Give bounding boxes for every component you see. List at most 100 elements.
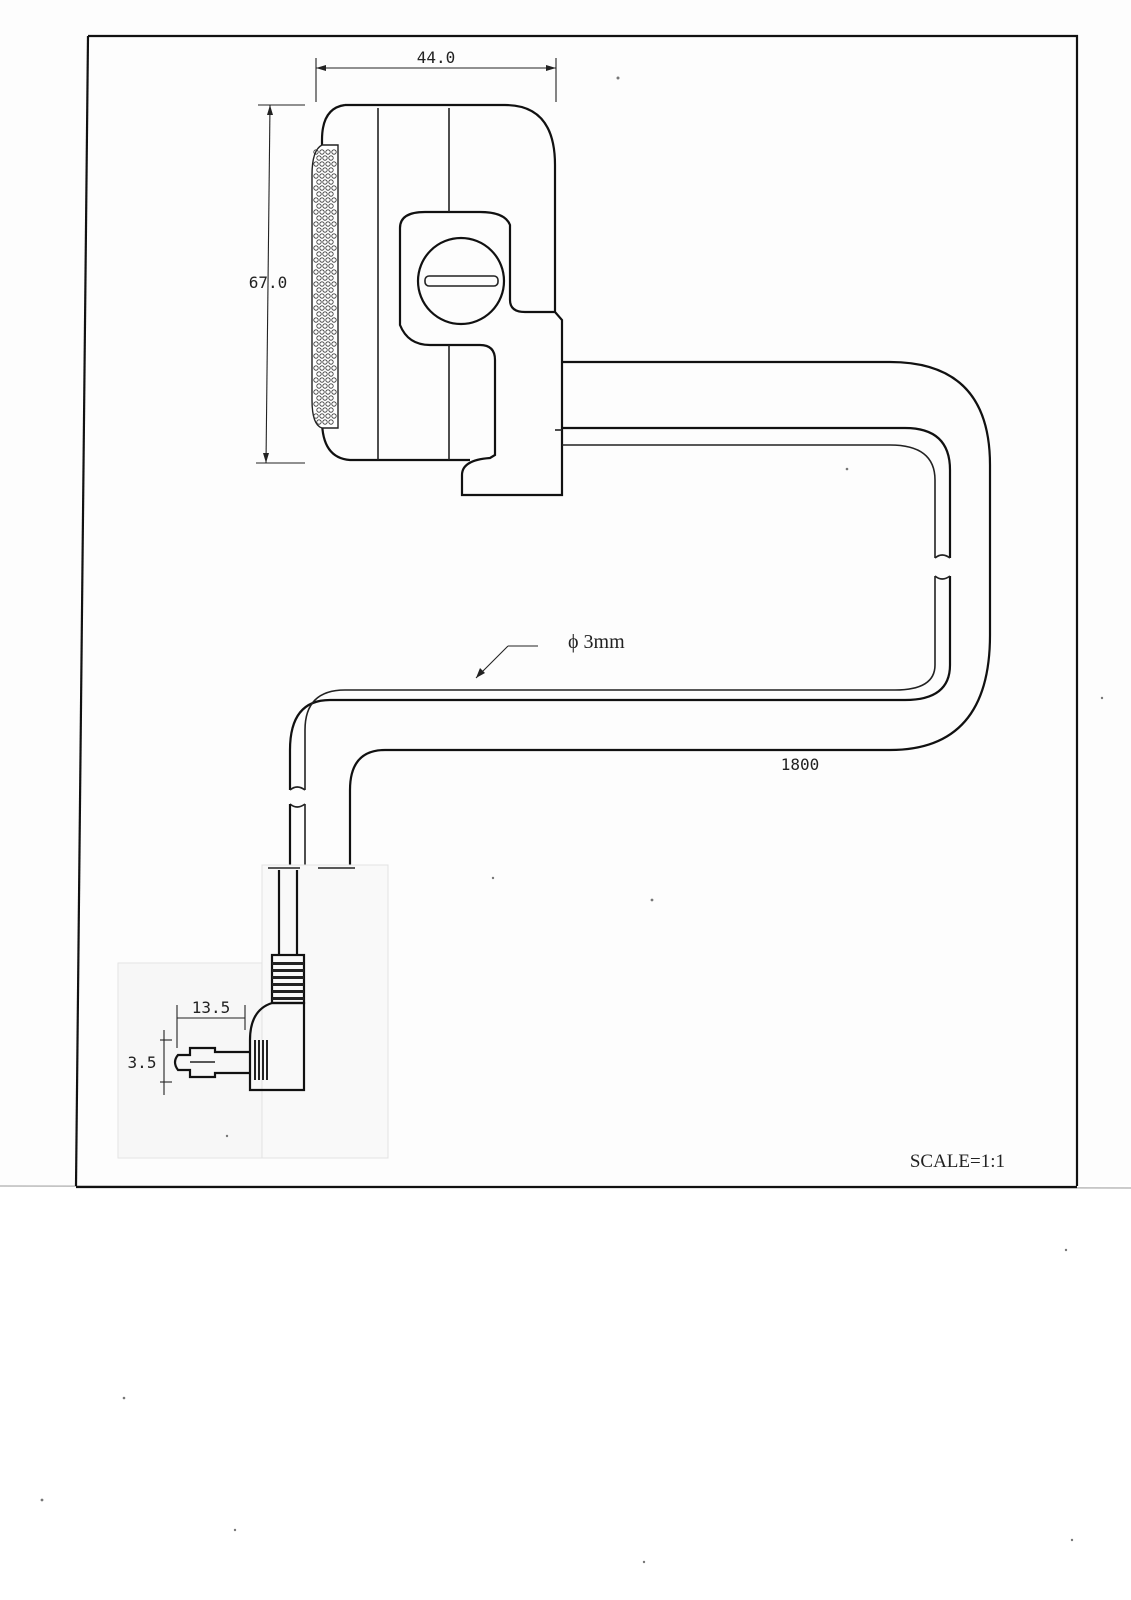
grille-hole bbox=[331, 317, 337, 323]
grille-hole bbox=[331, 257, 337, 263]
grille-hole bbox=[322, 359, 328, 365]
grille-hole bbox=[316, 275, 322, 281]
grille-hole bbox=[322, 323, 328, 329]
grille-hole bbox=[325, 281, 331, 287]
speck bbox=[1070, 1538, 1074, 1542]
grille-hole bbox=[331, 365, 337, 371]
frame-border-top-right bbox=[88, 34, 1079, 1186]
grille-hole bbox=[328, 311, 334, 317]
grille-hole bbox=[328, 371, 334, 377]
grille-hole bbox=[322, 383, 328, 389]
grille-hole bbox=[316, 251, 322, 257]
grille-hole bbox=[325, 185, 331, 191]
cable-outer-edge bbox=[348, 360, 992, 865]
diameter-arrow bbox=[476, 668, 485, 678]
grille-hole bbox=[319, 389, 325, 395]
plug-grip-ribs bbox=[254, 1040, 268, 1080]
grille-hole bbox=[325, 245, 331, 251]
grille-hole bbox=[331, 269, 337, 275]
grille-hole bbox=[319, 161, 325, 167]
grille-hole bbox=[316, 215, 322, 221]
grille-hole bbox=[328, 335, 334, 341]
grille-hole bbox=[322, 311, 328, 317]
grille-hole bbox=[313, 305, 319, 311]
grille-hole bbox=[313, 281, 319, 287]
grille-hole bbox=[319, 341, 325, 347]
grille-hole bbox=[328, 383, 334, 389]
cable-inner-edge-lower bbox=[288, 576, 952, 790]
relief-rib bbox=[272, 976, 304, 979]
grille-hole bbox=[316, 227, 322, 233]
grille-hole bbox=[319, 257, 325, 263]
grille-hole bbox=[319, 185, 325, 191]
plug-pin bbox=[173, 1046, 250, 1079]
grille-hole bbox=[331, 185, 337, 191]
grille-hole bbox=[319, 149, 325, 155]
grille-hole bbox=[322, 155, 328, 161]
grille-hole bbox=[325, 269, 331, 275]
grille-hole bbox=[331, 377, 337, 383]
grille-hole bbox=[313, 329, 319, 335]
grille-hole bbox=[328, 287, 334, 293]
relief-rib bbox=[272, 983, 304, 986]
grille-hole bbox=[319, 293, 325, 299]
grille-hole bbox=[331, 173, 337, 179]
grille-hole bbox=[325, 377, 331, 383]
grille-hole bbox=[331, 293, 337, 299]
grille-hole bbox=[328, 359, 334, 365]
grille-hole bbox=[316, 323, 322, 329]
strain-relief-ribs bbox=[272, 962, 304, 1000]
grille-hole bbox=[313, 389, 319, 395]
grille-hole bbox=[331, 401, 337, 407]
speck bbox=[616, 76, 620, 80]
grille-hole bbox=[322, 347, 328, 353]
grip-rib bbox=[258, 1040, 260, 1080]
grille-hole bbox=[328, 407, 334, 413]
grille-hole bbox=[328, 227, 334, 233]
grille-hole bbox=[313, 317, 319, 323]
scale-label: SCALE=1:1 bbox=[910, 1151, 1005, 1172]
width-label: 44.0 bbox=[417, 48, 456, 67]
grille-hole bbox=[316, 179, 322, 185]
grille-hole bbox=[316, 155, 322, 161]
grille-hole bbox=[325, 209, 331, 215]
grille-hole bbox=[313, 377, 319, 383]
grille-hole bbox=[325, 329, 331, 335]
speck bbox=[650, 898, 654, 902]
grille-hole bbox=[313, 341, 319, 347]
speaker-grille-mesh bbox=[313, 149, 337, 425]
grille-hole bbox=[313, 221, 319, 227]
grille-hole bbox=[316, 395, 322, 401]
speck bbox=[491, 876, 495, 880]
cable bbox=[288, 360, 992, 870]
grille-hole bbox=[325, 257, 331, 263]
speck bbox=[1064, 1248, 1068, 1252]
grille-hole bbox=[322, 407, 328, 413]
grille-hole bbox=[322, 299, 328, 305]
grille-hole bbox=[313, 401, 319, 407]
grille-hole bbox=[328, 251, 334, 257]
width-dimension: 44.0 bbox=[315, 48, 557, 102]
earpiece-back-outline bbox=[320, 103, 470, 462]
grille-hole bbox=[328, 263, 334, 269]
grille-hole bbox=[328, 239, 334, 245]
grille-hole bbox=[316, 419, 322, 425]
speck bbox=[642, 1560, 646, 1564]
grille-hole bbox=[325, 401, 331, 407]
plug-length-label: 13.5 bbox=[192, 998, 231, 1017]
grille-hole bbox=[319, 209, 325, 215]
grille-hole bbox=[322, 395, 328, 401]
cable-wall-lower bbox=[304, 576, 936, 790]
grille-hole bbox=[331, 413, 337, 419]
grille-hole bbox=[313, 197, 319, 203]
grille-hole bbox=[316, 383, 322, 389]
grille-hole bbox=[331, 329, 337, 335]
grille-hole bbox=[331, 221, 337, 227]
grip-rib bbox=[254, 1040, 256, 1080]
grille-hole bbox=[319, 245, 325, 251]
cable-diameter-label: ϕ 3mm bbox=[568, 631, 625, 653]
blank-lower-area bbox=[0, 1185, 1131, 1600]
cable-break-left bbox=[289, 786, 306, 808]
grille-hole bbox=[322, 263, 328, 269]
